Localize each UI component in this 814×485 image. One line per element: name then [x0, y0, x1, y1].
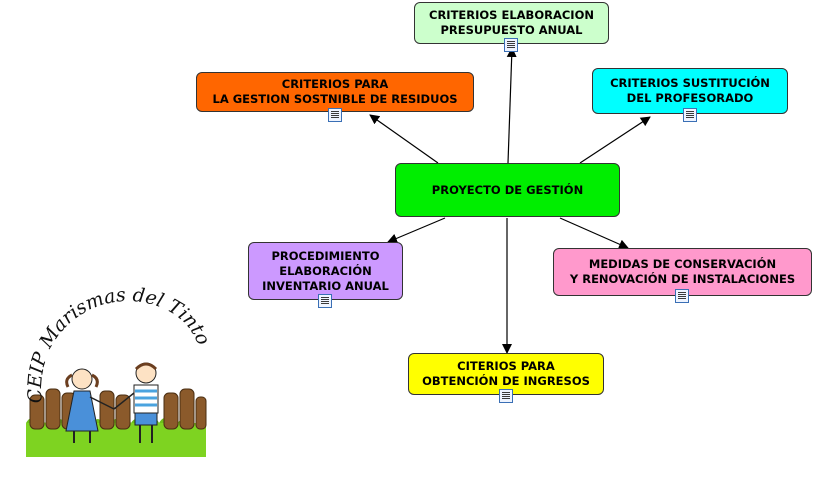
document-icon[interactable] — [328, 108, 342, 122]
logo-text: CEIP Marismas del Tinto — [24, 284, 210, 404]
document-icon[interactable] — [499, 389, 513, 403]
node-medidas-conservacion[interactable]: MEDIDAS DE CONSERVACIÓN Y RENOVACIÓN DE … — [553, 248, 812, 296]
node-criterios-presupuesto[interactable]: CRITERIOS ELABORACION PRESUPUESTO ANUAL — [414, 2, 609, 44]
edge-residuos — [369, 114, 439, 164]
node-procedimiento-inventario[interactable]: PROCEDIMIENTO ELABORACIÓN INVENTARIO ANU… — [248, 242, 403, 300]
node-criterios-residuos[interactable]: CRITERIOS PARA LA GESTION SOSTNIBLE DE R… — [196, 72, 474, 112]
document-icon[interactable] — [504, 38, 518, 52]
node-proyecto-de-gestion[interactable]: PROYECTO DE GESTIÓN — [395, 163, 620, 217]
edge-presupuesto — [506, 47, 517, 164]
document-icon[interactable] — [683, 108, 697, 122]
node-criterios-profesorado[interactable]: CRITERIOS SUSTITUCIÓN DEL PROFESORADO — [592, 68, 788, 114]
document-icon[interactable] — [675, 289, 689, 303]
edge-profesorado — [579, 116, 651, 164]
svg-text:CEIP Marismas del Tinto: CEIP Marismas del Tinto — [24, 284, 210, 404]
edge-conservacion — [559, 217, 629, 249]
node-criterios-ingresos[interactable]: CITERIOS PARA OBTENCIÓN DE INGRESOS — [408, 353, 604, 395]
school-logo: CEIP Marismas del Tinto — [24, 284, 210, 457]
document-icon[interactable] — [318, 294, 332, 308]
edge-inventario — [387, 217, 446, 244]
